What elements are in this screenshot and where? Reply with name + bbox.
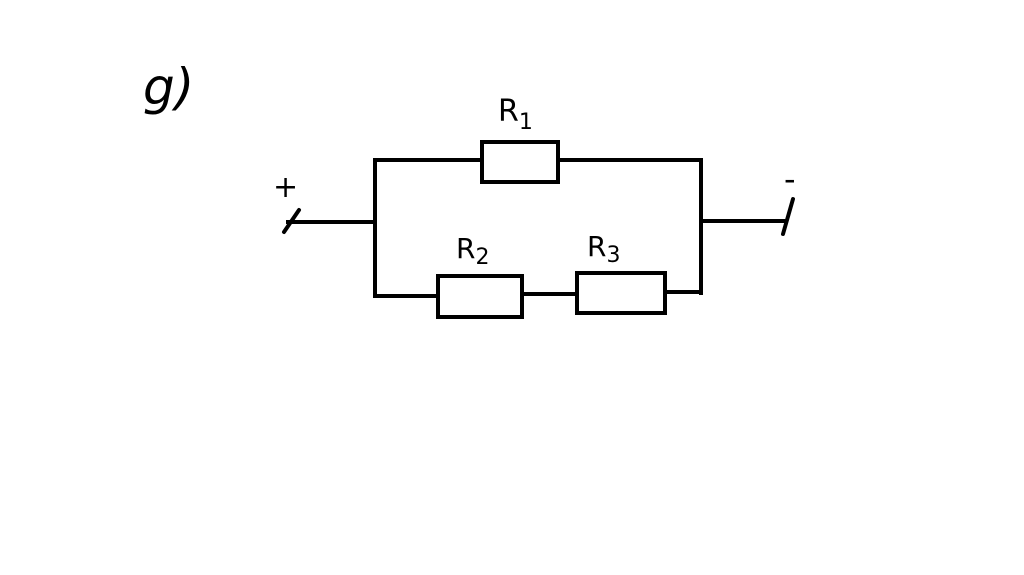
resistor-r2 [436, 274, 524, 319]
resistor-label-r1: R1 [498, 94, 533, 135]
resistor-label-r2-letter: R [456, 232, 475, 265]
resistor-label-r2: R2 [456, 232, 489, 270]
resistor-r3 [575, 271, 667, 315]
terminal-positive-marker [282, 208, 301, 234]
resistor-label-r3-letter: R [587, 230, 606, 263]
resistor-label-r3: R3 [587, 230, 620, 268]
resistor-label-r3-subscript: 3 [606, 243, 620, 268]
resistor-label-r1-letter: R [498, 94, 519, 129]
terminal-negative-marker [781, 197, 795, 236]
terminal-negative-sign: - [784, 160, 796, 198]
terminal-positive-sign: + [273, 170, 298, 205]
resistor-r1 [480, 140, 560, 184]
resistor-label-r1-subscript: 1 [519, 110, 533, 135]
circuit-wires [286, 158, 787, 298]
resistor-label-r2-subscript: 2 [475, 245, 489, 270]
problem-label: g) [143, 58, 194, 116]
